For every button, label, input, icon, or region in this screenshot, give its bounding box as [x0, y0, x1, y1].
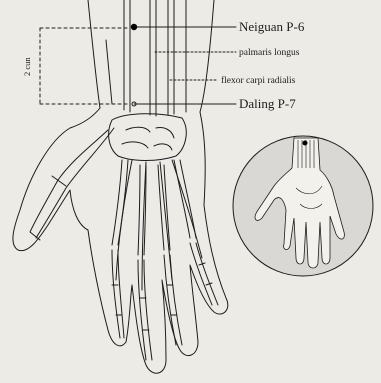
finger-bones — [112, 243, 218, 360]
label-neiguan: Neiguan P-6 — [239, 19, 305, 34]
forearm-outline — [88, 0, 214, 112]
carpal-bones — [109, 114, 187, 161]
label-daling: Daling P-7 — [239, 96, 296, 111]
neiguan-point — [131, 24, 137, 30]
hand-outline — [13, 108, 228, 373]
label-measure: 2 cun — [22, 57, 32, 76]
measure-bracket — [40, 28, 128, 104]
inset-hand — [233, 136, 373, 276]
label-palmaris-longus: palmaris longus — [239, 48, 300, 58]
forearm-tendons — [106, 0, 186, 116]
metacarpal-bones — [112, 160, 196, 255]
inset-neiguan-point — [303, 141, 308, 146]
thumb-bones — [30, 128, 114, 240]
label-flexor-carpi-radialis: flexor carpi radialis — [221, 75, 296, 86]
